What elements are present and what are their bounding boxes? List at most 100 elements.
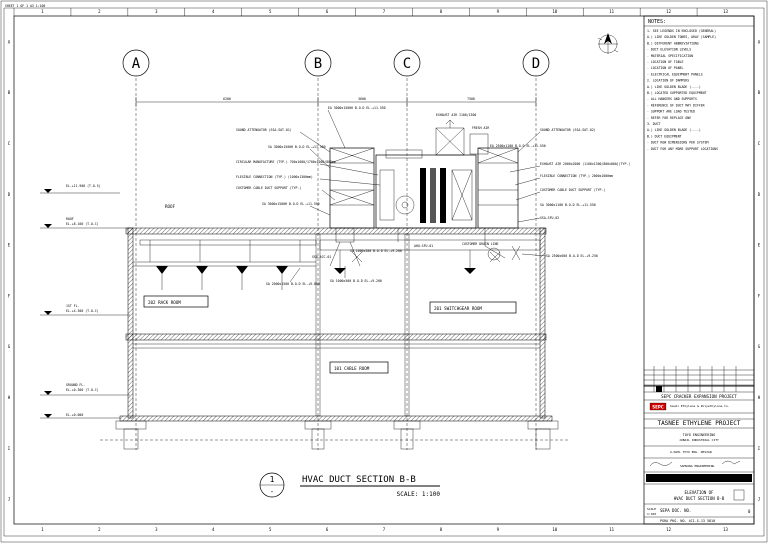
column-b (315, 233, 321, 417)
section-scale: SCALE: 1:100 (397, 491, 441, 498)
cable-tray-supports (139, 239, 317, 262)
column-a (127, 227, 134, 419)
callout-sa-5: SA 1000x500 B.O.D EL.+9.200 (350, 249, 402, 253)
notes-line: - LOCATION OF PANEL (647, 66, 684, 70)
notes-line: - DUCT ROW DIMENSIONS PER SYSTEM (647, 141, 708, 145)
roof-label: ROOF (165, 204, 176, 209)
border-column-label: 4 (212, 9, 215, 14)
level-roof-name: ROOF (66, 217, 74, 221)
level-tos: EL.+11.900 (T.O.S) (40, 184, 120, 194)
border-column-label: 13 (723, 9, 728, 14)
notes-line: - REFERENCE OF DUCT MAY DIFFER (647, 103, 705, 107)
section-number: 1 (270, 475, 275, 484)
callout-flexible-connection-right: FLEXIBLE CONNECTION (TYP.) 2000x1000mm (540, 174, 613, 178)
column-c (404, 233, 410, 417)
callout-sa-4: SA 1000x500 B.O.D EL.+9.200 (330, 279, 382, 283)
border-column-label: 9 (497, 527, 500, 532)
callout-drain-line: CUSTOMER DRAIN LINE (462, 242, 499, 246)
notes-line: A.) LIKE GOLDEN TONES, ARAY (SAMPLE) (647, 35, 716, 39)
callout-cable-duct-support-left: CUSTOMER CABLE DUCT SUPPORT (TYP.) (236, 186, 301, 190)
fresh-air-duct (469, 133, 489, 155)
building-section (100, 227, 570, 450)
grid-bubble-d: D (522, 49, 550, 77)
border-row-label: F (758, 293, 761, 298)
callout-exhaust-air: EXHAUST AIR 1100/1300 (436, 113, 476, 117)
border-column-label: 6 (326, 527, 329, 532)
notes-line: - ALL HANGERS AND SUPPORTS (647, 97, 697, 101)
callout-sa-2: SA 3000x1500H B.O.D EL.+11.550 (262, 202, 320, 206)
border-row-label: J (758, 497, 760, 502)
border-row-label: J (8, 497, 10, 502)
border-column-label: 13 (723, 527, 728, 532)
sheet-stamp: SHEET 1 OF 1 A3 1:100 (5, 4, 45, 8)
project-title: TASNEE ETHYLENE PROJECT (657, 420, 740, 427)
rooftop-hvac-equipment (329, 119, 521, 267)
callouts-right: SOUND ATTENUATOR (SSA-SAT-02) EA 2500x11… (312, 113, 630, 259)
room-tag-101: 101 CABLE ROOM (329, 361, 389, 374)
sub-contractor-logo (649, 461, 673, 467)
notes-line: A.) LIKE GOLDEN BLADE (----) (647, 128, 701, 132)
callout-ea-top: EA 3000x1500H B.O.D EL.+11.550 (328, 106, 386, 110)
callout-sound-attenuator-1: SOUND ATTENUATOR (SSA-SAT-01) (236, 128, 292, 132)
doc-no-label: SEPA DOC. NO. (660, 508, 691, 513)
coil-3 (440, 168, 446, 223)
doc-no: PGRA PKG. NO. 4C1-S-13 5810 (660, 519, 715, 523)
drawing-title-1: ELEVATION OF (685, 490, 714, 495)
section-sheet-ref: - (270, 488, 274, 496)
sound-attenuator-left (329, 147, 375, 229)
dimension-line: 6200 3600 7500 (135, 97, 537, 107)
level-zero: EL.+0.000 (40, 413, 120, 419)
consultant-logo (721, 460, 741, 465)
notes-panel: NOTES: 1. SEE LEGENDS IN ENCLOSED (GENER… (643, 15, 755, 387)
border-column-label: 3 (155, 9, 158, 14)
fan-icon (395, 195, 415, 215)
grid-bubble-b-label: B (314, 56, 322, 72)
notes-line: B.) DUCT EQUIPMENT (647, 134, 682, 138)
border-column-label: 2 (98, 9, 101, 14)
dimension-cd: 7500 (467, 97, 475, 101)
border-column-label: 11 (609, 9, 614, 14)
level-first-floor-value: EL.+4.300 (T.O.C) (66, 309, 99, 313)
first-floor-slab (125, 333, 547, 341)
notes-line: - MATERIAL SPECIFICATION (647, 54, 693, 58)
revision-table (644, 366, 754, 392)
callout-ssa-acc: SSA-ACC-01 (312, 255, 331, 259)
switchgear-room-duct (319, 239, 541, 274)
border-column-label: 2 (98, 527, 101, 532)
border-row-label: A (758, 39, 761, 44)
notes-line: B.) DIFFERENT ABBREVIATIONS (647, 41, 699, 45)
ground-slab (119, 415, 553, 422)
border-row-label: E (8, 243, 11, 248)
level-ground-floor-name: GROUND FL. (66, 383, 85, 387)
level-first-floor-name: 1ST FL. (66, 304, 80, 308)
section-title: HVAC DUCT SECTION B-B (302, 475, 416, 485)
company-name: Saudi Ethylene & Polyethylene Co. (670, 404, 730, 408)
border-row-label: I (8, 446, 11, 451)
border-row-label: C (758, 141, 761, 146)
border-row-label: F (8, 293, 11, 298)
border-column-label: 12 (666, 527, 671, 532)
notes-line: 3. DUCT (647, 122, 661, 126)
notes-line: - DUCT FOR ANY MORE SUPPORT LOCATIONS (647, 147, 718, 151)
border-column-label: 1 (41, 527, 44, 532)
scale-label: SCALE (647, 507, 656, 511)
border-row-label: C (8, 141, 11, 146)
callout-sa-3: SA 2000x1500 B.O.D EL.+9.800 (266, 282, 320, 286)
border-column-label: 5 (269, 9, 272, 14)
section-title-block: 1 - HVAC DUCT SECTION B-B SCALE: 1:100 (259, 472, 441, 498)
drawing-title-2: HVAC DUCT SECTION B-B (674, 496, 725, 501)
grid-bubble-d-label: D (532, 56, 540, 72)
callout-circular-manufacture: CIRCULAR MANUFACTURE (TYP.) 700x1000/170… (236, 160, 336, 164)
room-tag-201: 201 SWITCHGEAR ROOM (429, 301, 517, 314)
foundations (100, 420, 570, 450)
border-row-label: G (8, 344, 11, 349)
border-row-label: H (758, 395, 761, 400)
exhaust-fan-icon (487, 247, 501, 261)
border-row-label: A (8, 39, 11, 44)
sub-contractor-name: SAMSUNG ENGINEERING (680, 464, 715, 468)
border-column-label: 11 (609, 527, 614, 532)
room-101-label: 101 CABLE ROOM (334, 366, 370, 371)
border-row-label: H (8, 395, 11, 400)
scale-value: 1:100 (647, 512, 656, 516)
